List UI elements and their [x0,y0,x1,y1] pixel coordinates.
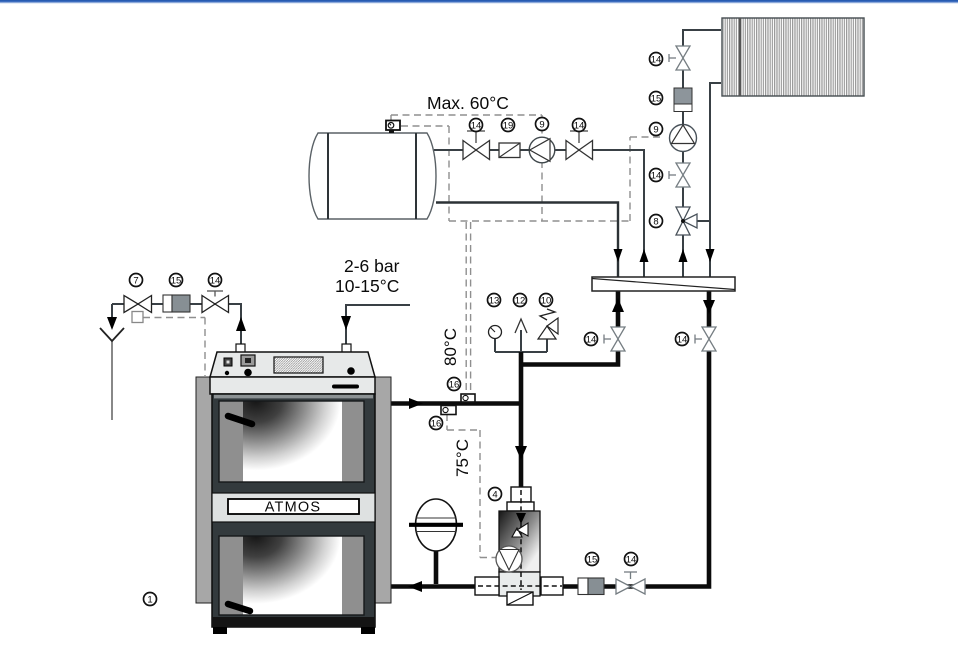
svg-text:14: 14 [210,276,221,287]
svg-text:ATMOS: ATMOS [265,500,321,516]
svg-text:19: 19 [503,121,514,132]
svg-text:7: 7 [133,276,138,287]
svg-text:2-6 bar: 2-6 bar [344,256,400,276]
svg-text:9: 9 [653,125,658,136]
svg-text:4: 4 [492,490,497,501]
svg-text:15: 15 [651,94,662,105]
svg-text:12: 12 [515,296,526,307]
svg-text:15: 15 [171,276,182,287]
svg-text:14: 14 [651,55,662,66]
svg-text:14: 14 [677,335,688,346]
svg-text:13: 13 [489,296,500,307]
svg-text:14: 14 [651,171,662,182]
svg-text:14: 14 [586,335,597,346]
svg-text:10: 10 [541,296,552,307]
svg-text:Max. 60°C: Max. 60°C [427,93,509,113]
svg-text:80°C: 80°C [441,328,460,366]
svg-text:14: 14 [574,121,585,132]
svg-text:14: 14 [471,121,482,132]
svg-text:15: 15 [587,555,598,566]
svg-text:1: 1 [147,595,152,606]
svg-text:14: 14 [626,555,637,566]
svg-text:75°C: 75°C [453,439,472,477]
svg-text:10-15°C: 10-15°C [335,276,399,296]
svg-text:8: 8 [653,217,658,228]
svg-text:16: 16 [431,419,442,430]
svg-text:9: 9 [539,120,544,131]
svg-text:16: 16 [449,380,460,391]
